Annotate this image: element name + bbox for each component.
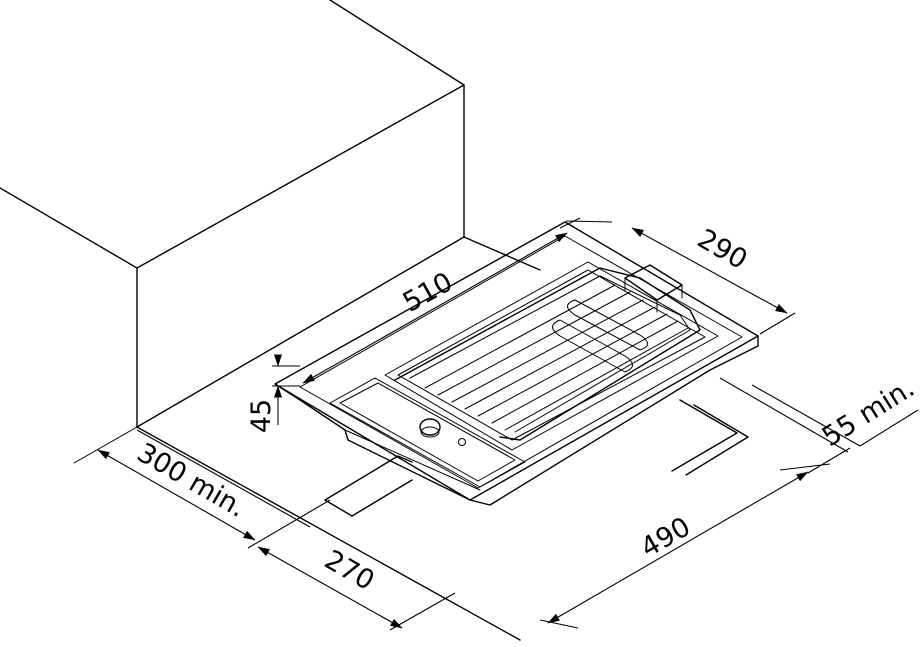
dimension-490: 490 [539, 463, 831, 629]
wall-cabinet [0, 0, 465, 428]
dimension-45: 45 [246, 354, 300, 433]
label-270: 270 [319, 544, 379, 597]
countertop [73, 236, 541, 641]
dimension-270: 270 [247, 499, 456, 631]
dimension-300-min: 300 min. [97, 429, 311, 541]
dimension-55-min: 55 min. [719, 373, 920, 474]
label-490: 490 [636, 511, 696, 564]
label-290: 290 [692, 223, 752, 276]
dimension-510: 510 [302, 217, 581, 384]
label-45: 45 [246, 399, 277, 433]
cutout-opening [324, 399, 749, 517]
